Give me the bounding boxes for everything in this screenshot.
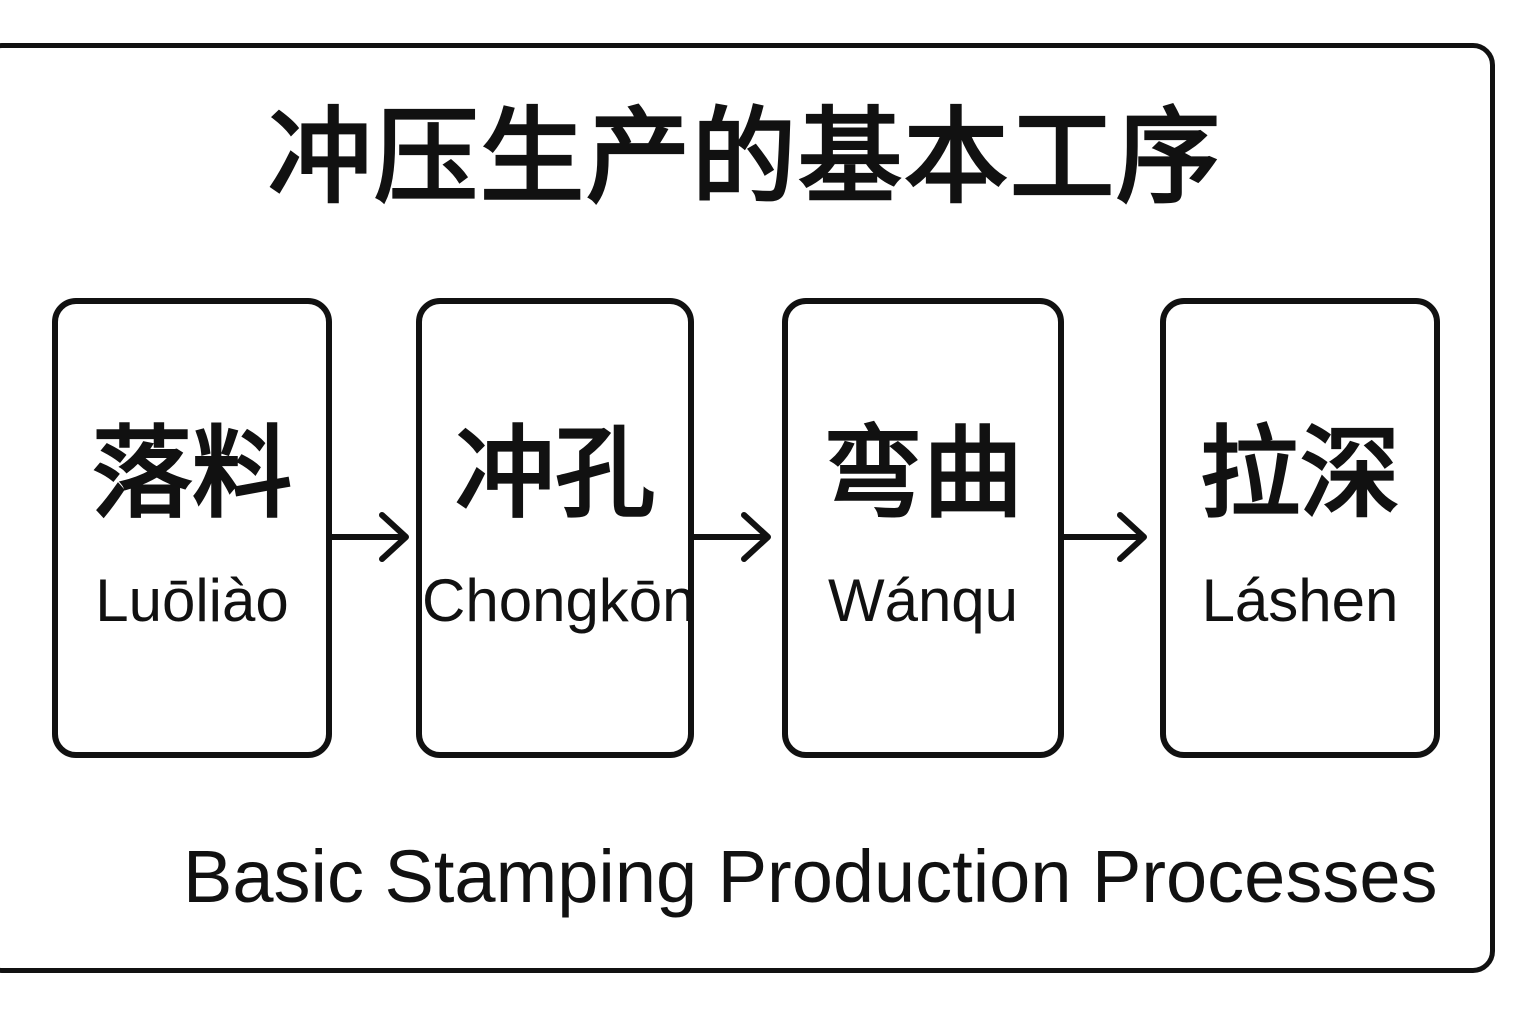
- step-label-pinyin: Chongkōn: [422, 567, 696, 634]
- arrow-right-icon: [694, 512, 771, 562]
- step-label-zh: 冲孔: [455, 415, 655, 532]
- step-label-zh: 弯曲: [823, 415, 1023, 532]
- diagram-frame: [0, 43, 1495, 973]
- diagram-title: 冲压生产的基本工序: [267, 96, 1222, 218]
- step-punching: 冲孔 Chongkōn: [416, 298, 696, 758]
- step-label-zh: 拉深: [1200, 415, 1400, 532]
- step-drawing: 拉深 Láshen: [1160, 298, 1440, 758]
- arrow-right-icon: [1064, 512, 1147, 562]
- step-bending: 弯曲 Wánqu: [782, 298, 1064, 758]
- arrow-right-icon: [332, 512, 409, 562]
- step-label-pinyin: Láshen: [1201, 567, 1399, 634]
- step-label-pinyin: Wánqu: [827, 567, 1019, 634]
- diagram-subtitle: Basic Stamping Production Processes: [183, 835, 1438, 918]
- step-blanking: 落料 Luōliào: [52, 298, 332, 758]
- step-label-zh: 落料: [92, 415, 292, 532]
- step-label-pinyin: Luōliào: [95, 567, 289, 634]
